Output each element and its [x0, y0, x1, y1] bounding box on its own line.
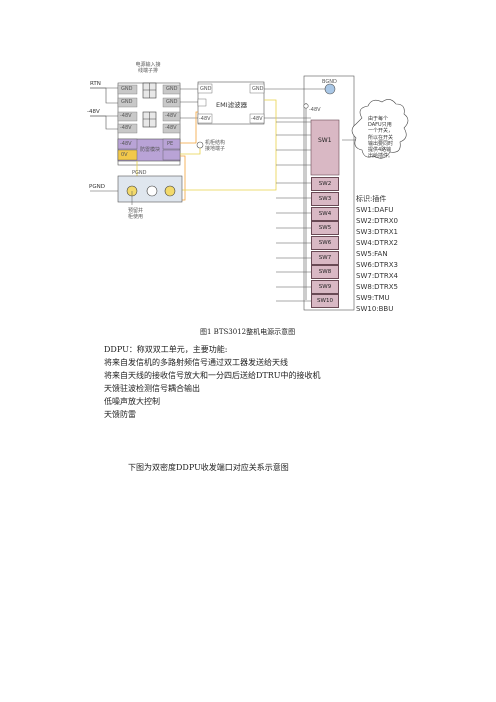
- switch-sw2: SW2: [311, 177, 339, 191]
- terminal-header-line: 电源输入接: [135, 62, 161, 68]
- paragraph-line: 将来自天线的接收信号放大和一分四后送给DTRU中的接收机: [104, 371, 321, 380]
- module-48v: -48V: [120, 141, 132, 147]
- legend-item: SW7:DTRX4: [356, 272, 398, 280]
- cell-gnd: GND: [121, 99, 133, 105]
- emi-gnd-out: GND: [252, 86, 264, 92]
- module-0v: 0V: [121, 152, 128, 158]
- module-pe: PE: [167, 141, 174, 147]
- chassis-note-line: 接地端子: [205, 146, 226, 152]
- switch-sw8: SW8: [311, 265, 339, 279]
- cell-gnd: GND: [166, 99, 178, 105]
- bgnd-label: BGND: [322, 79, 337, 85]
- legend-item: SW3:DTRX1: [356, 228, 398, 236]
- switch-sw7: SW7: [311, 251, 339, 265]
- sw1-label: SW1: [318, 137, 332, 144]
- pgnd-bar-label: PGND: [132, 170, 147, 176]
- cell-48v: -48V: [120, 113, 132, 119]
- cloud-note-line: DAFU只用: [368, 122, 392, 129]
- figure-caption: 图1 BTS3012整机电源示意图: [200, 328, 296, 336]
- lightning-module-label: 防雷模块: [140, 147, 161, 153]
- cell-48v: -48V: [165, 113, 177, 119]
- terminal-header-line: 线端子排: [137, 68, 158, 74]
- cloud-note-line: 一个开关，: [368, 128, 394, 135]
- pgnd-note-line: 预留并: [128, 208, 144, 214]
- paragraph-line: 将来自发信机的多路射频信号通过双工器发送给天线: [104, 358, 288, 367]
- switch-sw5: SW5: [311, 221, 339, 235]
- emi-48-out: -48V: [251, 116, 263, 122]
- switch-sw10: SW10: [311, 294, 339, 308]
- legend-item: SW2:DTRX0: [356, 217, 398, 225]
- cloud-note-line: 由于每个: [368, 116, 389, 122]
- legend-item: SW1:DAFU: [356, 206, 394, 214]
- switch-sw9: SW9: [311, 280, 339, 294]
- cloud-note-line: 输出要同时: [368, 140, 394, 147]
- diagram-wiring: [90, 75, 409, 311]
- pgnd-note-line: 柜使用: [128, 214, 144, 220]
- cell-gnd: GND: [121, 86, 133, 92]
- switch-sw3: SW3: [311, 192, 339, 206]
- cell-48v: -48V: [165, 125, 177, 131]
- legend-item: SW8:DTRX5: [356, 283, 398, 291]
- legend-item: SW6:DTRX3: [356, 261, 398, 269]
- legend-title: 标识:插件: [356, 195, 387, 203]
- chassis-note: 机柜结构 接地端子: [205, 140, 225, 152]
- bus-48v-label: -48V: [309, 107, 321, 113]
- emi-filter-label: EMI滤波器: [216, 101, 248, 109]
- pgnd-note: 预留并 柜使用: [128, 208, 143, 220]
- label-rtn: RTN: [90, 81, 101, 87]
- switch-sw6: SW6: [311, 236, 339, 250]
- emi-48-in: -48V: [199, 116, 211, 122]
- cloud-note-line: 提供4路输: [368, 147, 392, 154]
- paragraph-line: 天馈防雷: [104, 410, 136, 419]
- legend-item: SW9:TMU: [356, 294, 390, 302]
- legend-item: SW4:DTRX2: [356, 239, 398, 247]
- legend-item: SW10:BBU: [356, 305, 394, 313]
- paragraph-line: 低噪声放大控制: [104, 397, 160, 406]
- cell-gnd: GND: [166, 86, 178, 92]
- cloud-note-line: 出给插件。: [368, 153, 394, 160]
- cloud-note-line: 所以在开关: [368, 134, 394, 141]
- paragraph-line: 天馈驻波检测信号耦合输出: [104, 384, 200, 393]
- paragraph-line: DDPU：称双双工单元，主要功能:: [104, 345, 228, 354]
- legend-item: SW5:FAN: [356, 250, 388, 258]
- chassis-note-line: 机柜结构: [205, 140, 226, 146]
- terminal-header: 电源输入接 线端子排: [132, 62, 164, 74]
- switch-sw4: SW4: [311, 207, 339, 221]
- label-pgnd: PGND: [89, 184, 105, 190]
- emi-gnd-in: GND: [200, 86, 212, 92]
- bottom-line: 下图为双密度DDPU收发端口对应关系示意图: [128, 463, 289, 472]
- cloud-note: 由于每个 DAFU只用 一个开关， 所以在开关 输出要同时 提供4路输 出给插件…: [368, 116, 393, 159]
- label-neg48: -48V: [87, 109, 100, 115]
- cell-48v: -48V: [120, 125, 132, 131]
